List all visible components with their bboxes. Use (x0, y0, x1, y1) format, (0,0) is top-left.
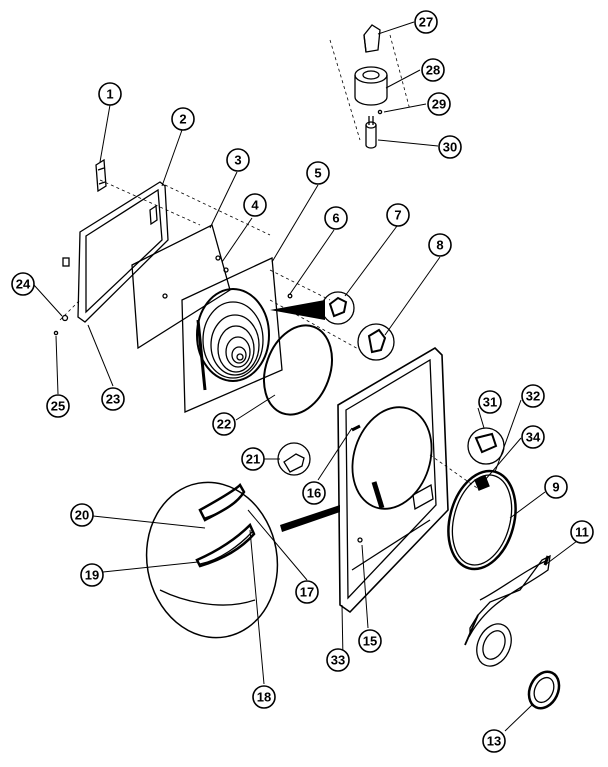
part-5-inner-door (181, 257, 283, 413)
callout-18: 18 (252, 685, 276, 709)
callout-3: 3 (226, 148, 250, 172)
svg-text:24: 24 (16, 277, 31, 292)
callout-21: 21 (241, 447, 265, 471)
part-29-clip (377, 109, 383, 115)
callout-17: 17 (295, 580, 319, 604)
part-2-outer-door-panel (62, 181, 169, 323)
callout-33: 33 (326, 648, 350, 672)
callout-7: 7 (386, 203, 410, 227)
assembly-guide-lines (59, 34, 481, 491)
part-3-door-liner (131, 224, 231, 350)
part-9-bearing-ring (447, 469, 517, 571)
svg-text:19: 19 (85, 568, 99, 583)
part-8-strike (357, 323, 395, 361)
part-31-bearing-bracket (467, 427, 505, 465)
callout-27: 27 (414, 10, 438, 34)
callout-28: 28 (421, 58, 445, 82)
svg-text:16: 16 (307, 486, 321, 501)
svg-text:32: 32 (526, 389, 540, 404)
callout-8: 8 (428, 233, 452, 257)
leader-lines (33, 21, 578, 732)
callout-22: 22 (212, 412, 236, 436)
svg-text:20: 20 (75, 508, 89, 523)
svg-text:15: 15 (363, 634, 377, 649)
svg-text:7: 7 (394, 208, 401, 223)
callout-20: 20 (70, 503, 94, 527)
callout-16: 16 (302, 481, 326, 505)
callout-19: 19 (80, 563, 104, 587)
callout-9: 9 (544, 475, 568, 499)
part-6-pin (287, 293, 293, 299)
svg-text:22: 22 (217, 417, 231, 432)
callout-31: 31 (478, 390, 502, 414)
part-27-knob (363, 24, 381, 53)
callout-24: 24 (11, 272, 35, 296)
svg-text:17: 17 (300, 585, 314, 600)
svg-text:34: 34 (526, 430, 541, 445)
svg-text:4: 4 (251, 198, 259, 213)
callout-30: 30 (438, 135, 462, 159)
part-24-screw (61, 314, 69, 322)
svg-text:29: 29 (432, 97, 446, 112)
callout-23: 23 (101, 387, 125, 411)
front-panel (337, 346, 449, 614)
callout-1: 1 (98, 82, 122, 106)
part-25-screw (53, 330, 59, 336)
svg-text:8: 8 (436, 238, 443, 253)
callout-29: 29 (427, 92, 451, 116)
svg-text:1: 1 (106, 87, 113, 102)
part-13-ring-seal (527, 670, 561, 710)
svg-text:9: 9 (552, 480, 559, 495)
callout-11: 11 (570, 520, 594, 544)
svg-text:28: 28 (426, 63, 440, 78)
part-22-gasket-ring (263, 324, 333, 416)
callout-25: 25 (46, 394, 70, 418)
callout-2: 2 (171, 107, 195, 131)
callout-34: 34 (521, 425, 545, 449)
part-11-bulkhead-scoop (464, 554, 551, 667)
svg-text:27: 27 (419, 15, 433, 30)
svg-text:25: 25 (51, 399, 65, 414)
svg-text:30: 30 (443, 140, 457, 155)
callout-4: 4 (243, 193, 267, 217)
svg-text:2: 2 (179, 112, 186, 127)
part-21-door-switch (277, 442, 311, 476)
svg-text:23: 23 (106, 392, 120, 407)
part-7-latch (270, 291, 355, 325)
svg-text:5: 5 (314, 166, 321, 181)
part-1-hinge-bracket (95, 158, 107, 193)
part-4-screw (223, 267, 229, 273)
svg-text:6: 6 (332, 211, 339, 226)
svg-text:11: 11 (575, 525, 589, 540)
callout-6: 6 (324, 206, 348, 230)
callout-5: 5 (306, 161, 330, 185)
callout-15: 15 (358, 629, 382, 653)
callout-13: 13 (482, 729, 506, 753)
part-30-shaft (365, 116, 377, 149)
svg-text:3: 3 (234, 153, 241, 168)
svg-text:21: 21 (246, 452, 260, 467)
magnified-detail-circle (145, 481, 340, 639)
part-28-spacer (354, 66, 388, 106)
svg-text:13: 13 (487, 734, 501, 749)
svg-text:31: 31 (483, 395, 497, 410)
svg-text:33: 33 (331, 653, 345, 668)
callout-32: 32 (521, 384, 545, 408)
svg-text:18: 18 (257, 690, 271, 705)
